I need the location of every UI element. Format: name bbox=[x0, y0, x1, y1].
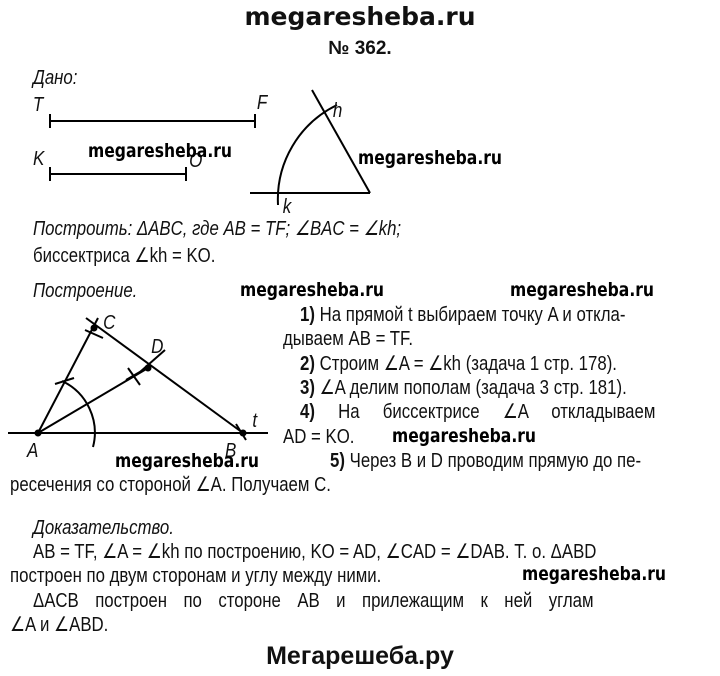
angle-kh bbox=[250, 89, 371, 206]
point-k-label: K bbox=[33, 148, 45, 170]
step-2: 2) Строим ∠A = ∠kh (задача 1 стр. 178). bbox=[300, 353, 617, 375]
proof-title: Доказательство. bbox=[33, 517, 174, 539]
watermark: megaresheba.ru bbox=[392, 425, 537, 447]
watermark: megaresheba.ru bbox=[115, 450, 260, 472]
point-c-label: C bbox=[103, 312, 116, 334]
point-f-label: F bbox=[256, 92, 268, 114]
proof-line-3: ΔACB построен по стороне AB и прилежащим… bbox=[33, 590, 594, 612]
ray-h-label: h bbox=[332, 100, 343, 122]
site-footer: Мегарешеба.ру bbox=[266, 642, 454, 670]
step-1-cont: дываем AB = TF. bbox=[283, 328, 414, 350]
step-3: 3) ∠A делим пополам (задача 3 стр. 181). bbox=[300, 377, 627, 399]
construct-line-2: биссектриса ∠kh = KO. bbox=[33, 245, 216, 267]
point-t-label: T bbox=[32, 94, 44, 116]
watermark: megaresheba.ru bbox=[510, 279, 655, 301]
watermark: megaresheba.ru bbox=[88, 140, 233, 162]
proof-line-4: ∠A и ∠ABD. bbox=[10, 614, 109, 636]
proof-line-1: AB = TF, ∠A = ∠kh по построению, KO = AD… bbox=[33, 541, 597, 563]
construct-line-1: Построить: ΔABC, где AB = TF; ∠BAC = ∠kh… bbox=[33, 218, 402, 240]
step-4: 4) На биссектрисе ∠A откладываем bbox=[300, 401, 656, 423]
segment-tf bbox=[49, 114, 256, 128]
step-5-cont: ресечения со стороной ∠A. Получаем C. bbox=[10, 474, 331, 496]
ray-k-label: k bbox=[282, 196, 292, 218]
watermark: megaresheba.ru bbox=[358, 147, 503, 169]
point-b-label: B bbox=[225, 440, 237, 462]
point-o-label: O bbox=[189, 150, 203, 172]
segment-ko bbox=[49, 167, 187, 181]
point-a-label: A bbox=[27, 440, 39, 462]
construction-title: Построение. bbox=[33, 280, 138, 302]
proof-line-2: построен по двум сторонам и углу между н… bbox=[10, 565, 382, 587]
triangle-construction bbox=[8, 317, 268, 448]
line-t-label: t bbox=[252, 410, 258, 432]
watermark: megaresheba.ru bbox=[522, 563, 667, 585]
point-d-label: D bbox=[151, 336, 164, 358]
given-title: Дано: bbox=[33, 67, 78, 89]
site-header: megaresheba.ru bbox=[244, 2, 476, 31]
step-4-cont: AD = KO. bbox=[283, 426, 355, 448]
watermark: megaresheba.ru bbox=[240, 279, 385, 301]
step-5: 5) Через B и D проводим прямую до пе- bbox=[330, 450, 642, 472]
step-1: 1) На прямой t выбираем точку A и откла- bbox=[300, 304, 626, 326]
problem-number: № 362. bbox=[328, 38, 392, 59]
